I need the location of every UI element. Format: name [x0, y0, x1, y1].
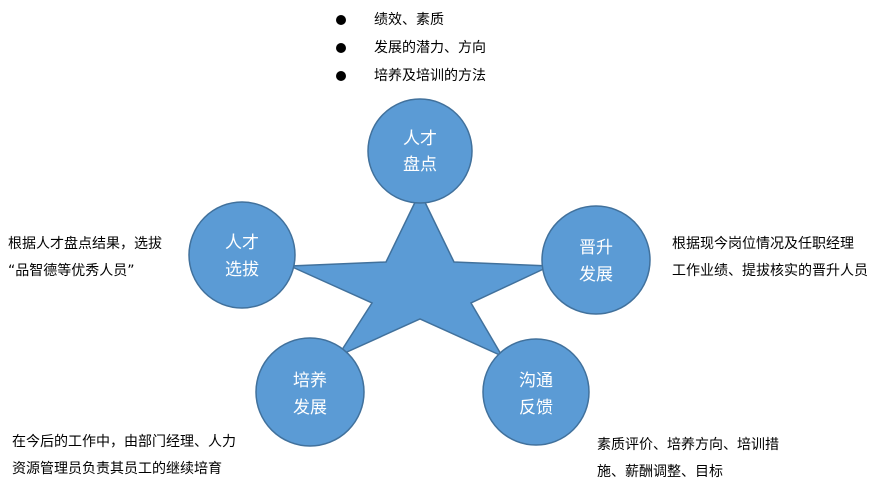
node-feedback-circle: [482, 338, 590, 446]
note-feedback-line1: 素质评价、培养方向、培训措: [597, 437, 779, 453]
note-selection: 根据人才盘点结果，选拔 “品智德等优秀人员”: [8, 231, 162, 285]
node-promotion: 晋升 发展: [541, 205, 651, 315]
node-training-label-line1: 培养: [293, 371, 327, 391]
note-selection-line2: “品智德等优秀人员”: [8, 263, 135, 279]
node-feedback: 沟通 反馈: [482, 338, 590, 446]
inventory-bullet-list: 绩效、素质 发展的潜力、方向 培养及培训的方法: [332, 6, 486, 90]
node-selection-label-line2: 选拔: [225, 260, 259, 280]
bullet-text: 发展的潜力、方向: [374, 40, 486, 56]
bullet-dot-icon: [336, 15, 346, 25]
node-selection-label-line1: 人才: [225, 233, 259, 253]
note-feedback: 素质评价、培养方向、培训措 施、薪酬调整、目标: [597, 432, 779, 486]
node-promotion-label-line2: 发展: [579, 265, 613, 285]
note-training-line2: 资源管理员负责其员工的继续培育: [12, 461, 222, 477]
node-promotion-label-line1: 晋升: [579, 238, 613, 258]
node-training-circle: [255, 337, 365, 447]
node-promotion-circle: [541, 205, 651, 315]
node-selection-circle: [188, 201, 296, 309]
node-training-label-line2: 发展: [293, 398, 327, 418]
note-selection-line1: 根据人才盘点结果，选拔: [8, 236, 162, 252]
bullet-dot-icon: [336, 71, 346, 81]
note-training: 在今后的工作中，由部门经理、人力 资源管理员负责其员工的继续培育: [12, 429, 236, 483]
node-feedback-label-line2: 反馈: [519, 398, 553, 418]
bullet-item: 发展的潜力、方向: [332, 34, 486, 62]
center-star: [289, 190, 551, 358]
node-selection: 人才 选拔: [188, 201, 296, 309]
note-promotion-line1: 根据现今岗位情况及任职经理: [672, 236, 854, 252]
node-feedback-label-line1: 沟通: [519, 371, 553, 391]
bullet-item: 绩效、素质: [332, 6, 486, 34]
bullet-text: 培养及培训的方法: [374, 68, 486, 84]
node-inventory-circle: [367, 98, 473, 204]
node-inventory-label-line1: 人才: [403, 129, 437, 149]
note-training-line1: 在今后的工作中，由部门经理、人力: [12, 434, 236, 450]
node-inventory: 人才 盘点: [367, 98, 473, 204]
note-feedback-line2: 施、薪酬调整、目标: [597, 464, 723, 480]
node-training: 培养 发展: [255, 337, 365, 447]
bullet-item: 培养及培训的方法: [332, 62, 486, 90]
bullet-dot-icon: [336, 43, 346, 53]
note-promotion: 根据现今岗位情况及任职经理 工作业绩、提拔核实的晋升人员: [672, 231, 868, 285]
bullet-text: 绩效、素质: [374, 12, 444, 28]
note-promotion-line2: 工作业绩、提拔核实的晋升人员: [672, 263, 868, 279]
node-inventory-label-line2: 盘点: [403, 155, 437, 175]
